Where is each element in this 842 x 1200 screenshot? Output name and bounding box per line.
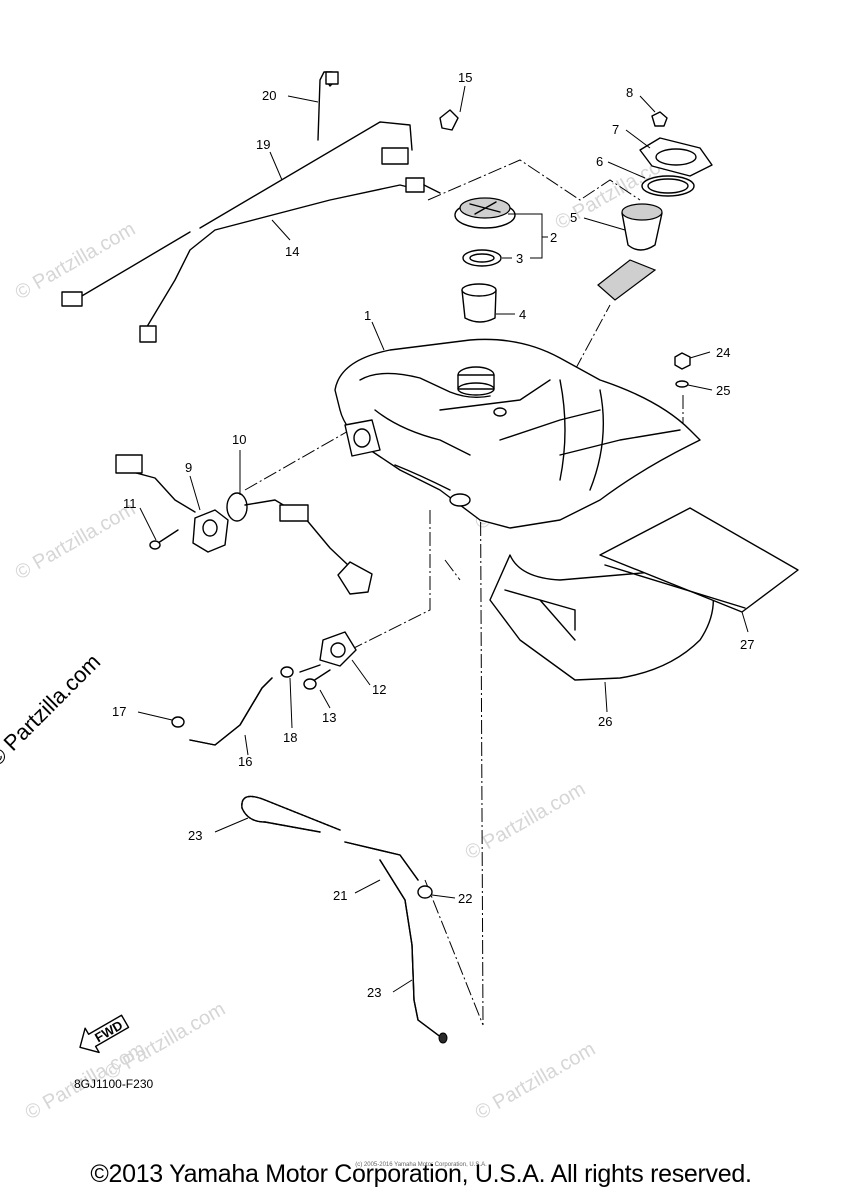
- wire-harness: [61, 121, 413, 307]
- callout-10: 10: [232, 432, 246, 447]
- breather-hoses: [241, 795, 448, 1044]
- centerline: [427, 159, 641, 201]
- fuel-hose-lower: [171, 666, 294, 746]
- nut: [651, 111, 668, 127]
- callout-1: 1: [364, 308, 371, 323]
- nut-and-washer: [674, 352, 691, 388]
- watermark: © Partzilla.com: [102, 998, 230, 1084]
- callout-3: 3: [516, 251, 523, 266]
- callout-2: 2: [550, 230, 557, 245]
- copyright-notice: ©2013 Yamaha Motor Corporation, U.S.A. A…: [90, 1160, 752, 1188]
- callout-8: 8: [626, 85, 633, 100]
- callout-22: 22: [458, 891, 472, 906]
- callout-14: 14: [285, 244, 299, 259]
- fuel-pump: [621, 212, 663, 251]
- callout-16: 16: [238, 754, 252, 769]
- tiny-copyright: (c) 2005-2016 Yamaha Motor Corporation, …: [355, 1162, 487, 1168]
- clamp: [171, 716, 185, 728]
- centerline: [244, 429, 351, 491]
- callout-23: 23: [188, 828, 202, 843]
- fuel-tank: [334, 338, 701, 529]
- callout-12: 12: [372, 682, 386, 697]
- callout-18: 18: [283, 730, 297, 745]
- callout-7: 7: [612, 122, 619, 137]
- callout-6: 6: [596, 154, 603, 169]
- o-ring: [226, 492, 248, 522]
- leader-lines: [137, 85, 749, 993]
- gasket: [462, 249, 502, 267]
- heat-shield: [489, 507, 799, 681]
- callout-4: 4: [519, 307, 526, 322]
- watermark: © Partzilla.com: [12, 498, 140, 584]
- callouts: 20 19 14 15 8 7 6 5 2 3 4 1 24 25 10 9 1…: [112, 70, 754, 1000]
- watermark: © Partzilla.com: [472, 1038, 600, 1124]
- callout-23: 23: [367, 985, 381, 1000]
- callout-27: 27: [740, 637, 754, 652]
- clip: [439, 109, 459, 131]
- callout-21: 21: [333, 888, 347, 903]
- screw: [149, 529, 179, 550]
- callout-24: 24: [716, 345, 730, 360]
- retainer-plate: [639, 137, 713, 177]
- callout-26: 26: [598, 714, 612, 729]
- centerline: [424, 879, 484, 1026]
- callout-20: 20: [262, 88, 276, 103]
- centerline: [444, 559, 461, 581]
- diagram-code: 8GJ1100-F230: [74, 1077, 154, 1091]
- fuel-hose: [139, 177, 441, 343]
- callout-5: 5: [570, 210, 577, 225]
- callout-25: 25: [716, 383, 730, 398]
- callout-13: 13: [322, 710, 336, 725]
- centerline: [349, 510, 431, 651]
- clamp: [280, 666, 294, 678]
- callout-17: 17: [112, 704, 126, 719]
- cable-tie: [317, 71, 339, 141]
- hose-clamp: [417, 885, 433, 899]
- fuel-sender: [115, 454, 373, 595]
- callout-9: 9: [185, 460, 192, 475]
- callout-11: 11: [123, 496, 137, 511]
- filler-neck: [461, 283, 497, 323]
- callout-15: 15: [458, 70, 472, 85]
- fuel-cock: [299, 631, 357, 690]
- watermark: © Partzilla.com: [462, 778, 590, 864]
- callout-19: 19: [256, 137, 270, 152]
- centerline: [574, 304, 611, 371]
- fuel-cap: [454, 197, 516, 229]
- fuel-pump-assembly: [597, 111, 713, 301]
